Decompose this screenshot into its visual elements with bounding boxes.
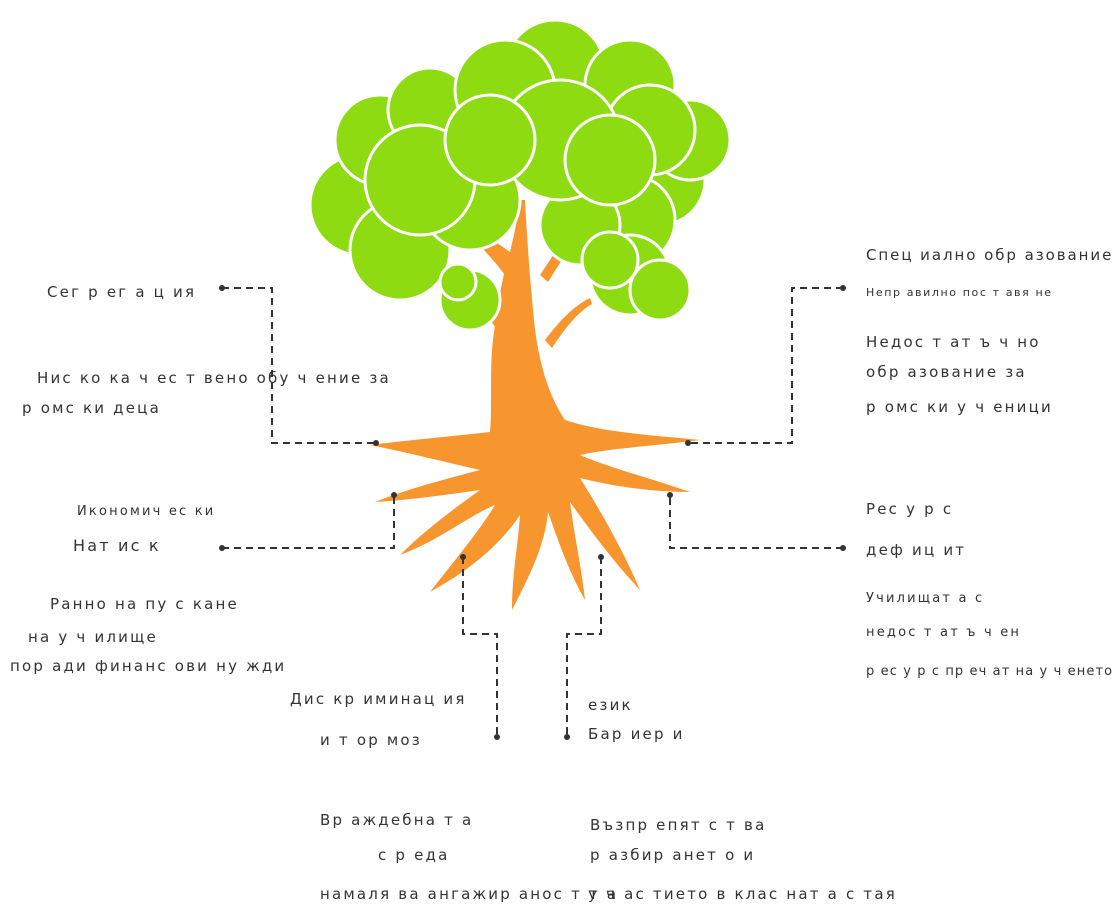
label-participation: у ч ас тието в клас нат а с тая <box>588 885 897 903</box>
connector-language <box>566 557 602 737</box>
label-schools-line3: р ес у р с пр еч ат на у ч енето <box>866 664 1114 679</box>
connector-dots <box>219 285 846 740</box>
label-language-line1: език <box>588 696 633 714</box>
tree-trunk <box>370 200 700 610</box>
label-insufficient-line1: Недос т ат ъ ч но <box>866 333 1041 351</box>
label-insufficient-line2: обр азование за <box>866 363 1027 381</box>
label-segregation: Сег р ег а ц ия <box>47 283 197 301</box>
tree-branch-right-lower <box>545 298 592 348</box>
connector-segregation <box>222 287 376 444</box>
label-economic-line2: Нат ис к <box>73 536 161 555</box>
label-low-quality-line1: Нис ко ка ч ес т вено обу ч ение за <box>37 369 391 387</box>
connector-special-ed <box>688 287 843 444</box>
connectors <box>222 287 843 737</box>
label-language-line2: Бар иер и <box>588 725 685 743</box>
label-dropout-line3: пор ади финанс ови ну жди <box>10 657 287 675</box>
label-misplacement: Непр авилно пос т авя не <box>866 286 1053 299</box>
label-resource-line2: деф иц ит <box>866 541 967 559</box>
label-low-quality-line2: р омс ки деца <box>22 399 161 417</box>
connector-economic <box>222 495 395 549</box>
label-schools-line1: Училищат а с <box>866 591 985 606</box>
tree-foliage <box>308 18 732 332</box>
label-insufficient-line3: р омс ки у ч еници <box>866 398 1053 416</box>
label-discrimination-line2: и т ор моз <box>320 731 422 749</box>
label-discrimination-line1: Дис кр иминац ия <box>290 690 467 708</box>
label-economic-line1: Икономич ес ки <box>77 504 216 519</box>
label-engagement: намаля ва ангажир анос т т а <box>320 885 619 903</box>
connector-resource <box>669 495 843 549</box>
label-resource-line1: Рес у р с <box>866 500 954 518</box>
label-dropout-line1: Ранно на пу с кане <box>50 595 239 613</box>
label-hostile-line2: с р еда <box>378 846 450 864</box>
connector-discrimination <box>462 557 498 737</box>
label-obstacles-line2: р азбир анет о и <box>590 846 756 864</box>
label-special-ed: Спец иално обр азование <box>866 246 1114 264</box>
label-dropout-line2: на у ч илище <box>28 628 158 646</box>
label-obstacles-line1: Възпр епят с т ва <box>590 816 767 834</box>
label-schools-line2: недос т ат ъ ч ен <box>866 625 1022 640</box>
label-hostile-line1: Вр аждебна т а <box>320 811 474 829</box>
